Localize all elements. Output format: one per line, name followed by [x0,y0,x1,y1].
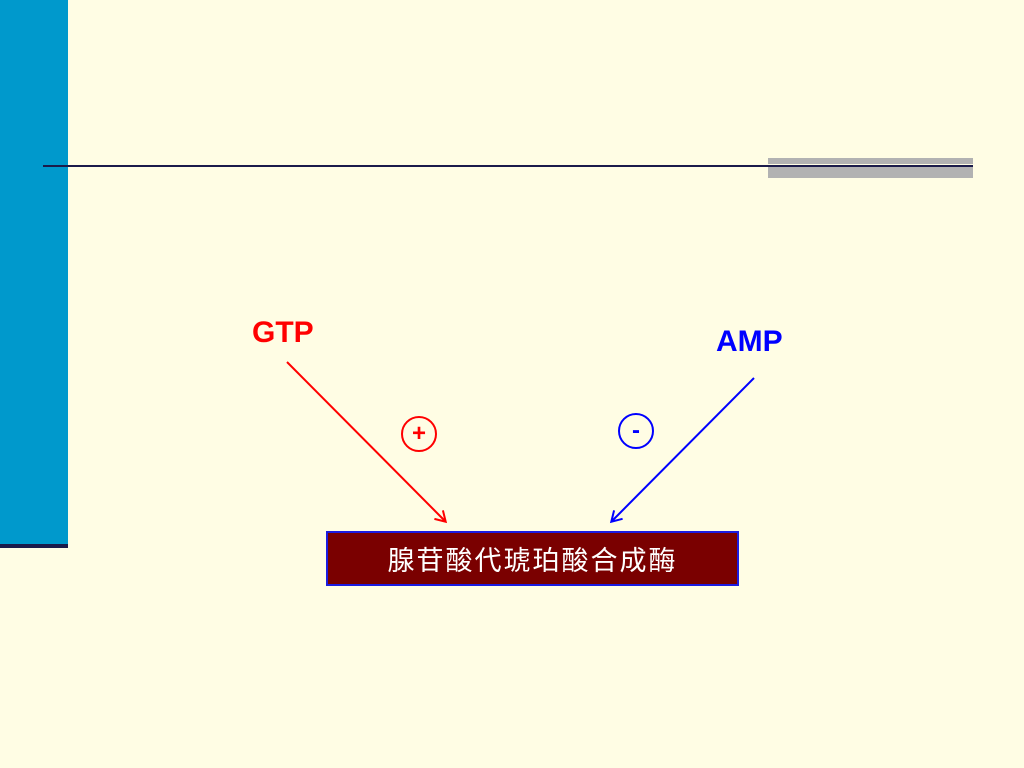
title-rule-accent [768,158,973,178]
left-accent-bar [0,0,68,546]
left-accent-bar-edge [0,544,68,548]
inhibition-sign: - [618,413,654,449]
amp-label: AMP [716,325,783,358]
title-rule-line [43,165,973,167]
gtp-activation-arrow [286,361,448,524]
amp-inhibition-arrow [609,377,755,524]
gtp-label: GTP [252,316,314,349]
enzyme-label: 腺苷酸代琥珀酸合成酶 [387,546,678,577]
enzyme-box: 腺苷酸代琥珀酸合成酶 [326,531,739,586]
activation-sign: + [401,416,437,452]
